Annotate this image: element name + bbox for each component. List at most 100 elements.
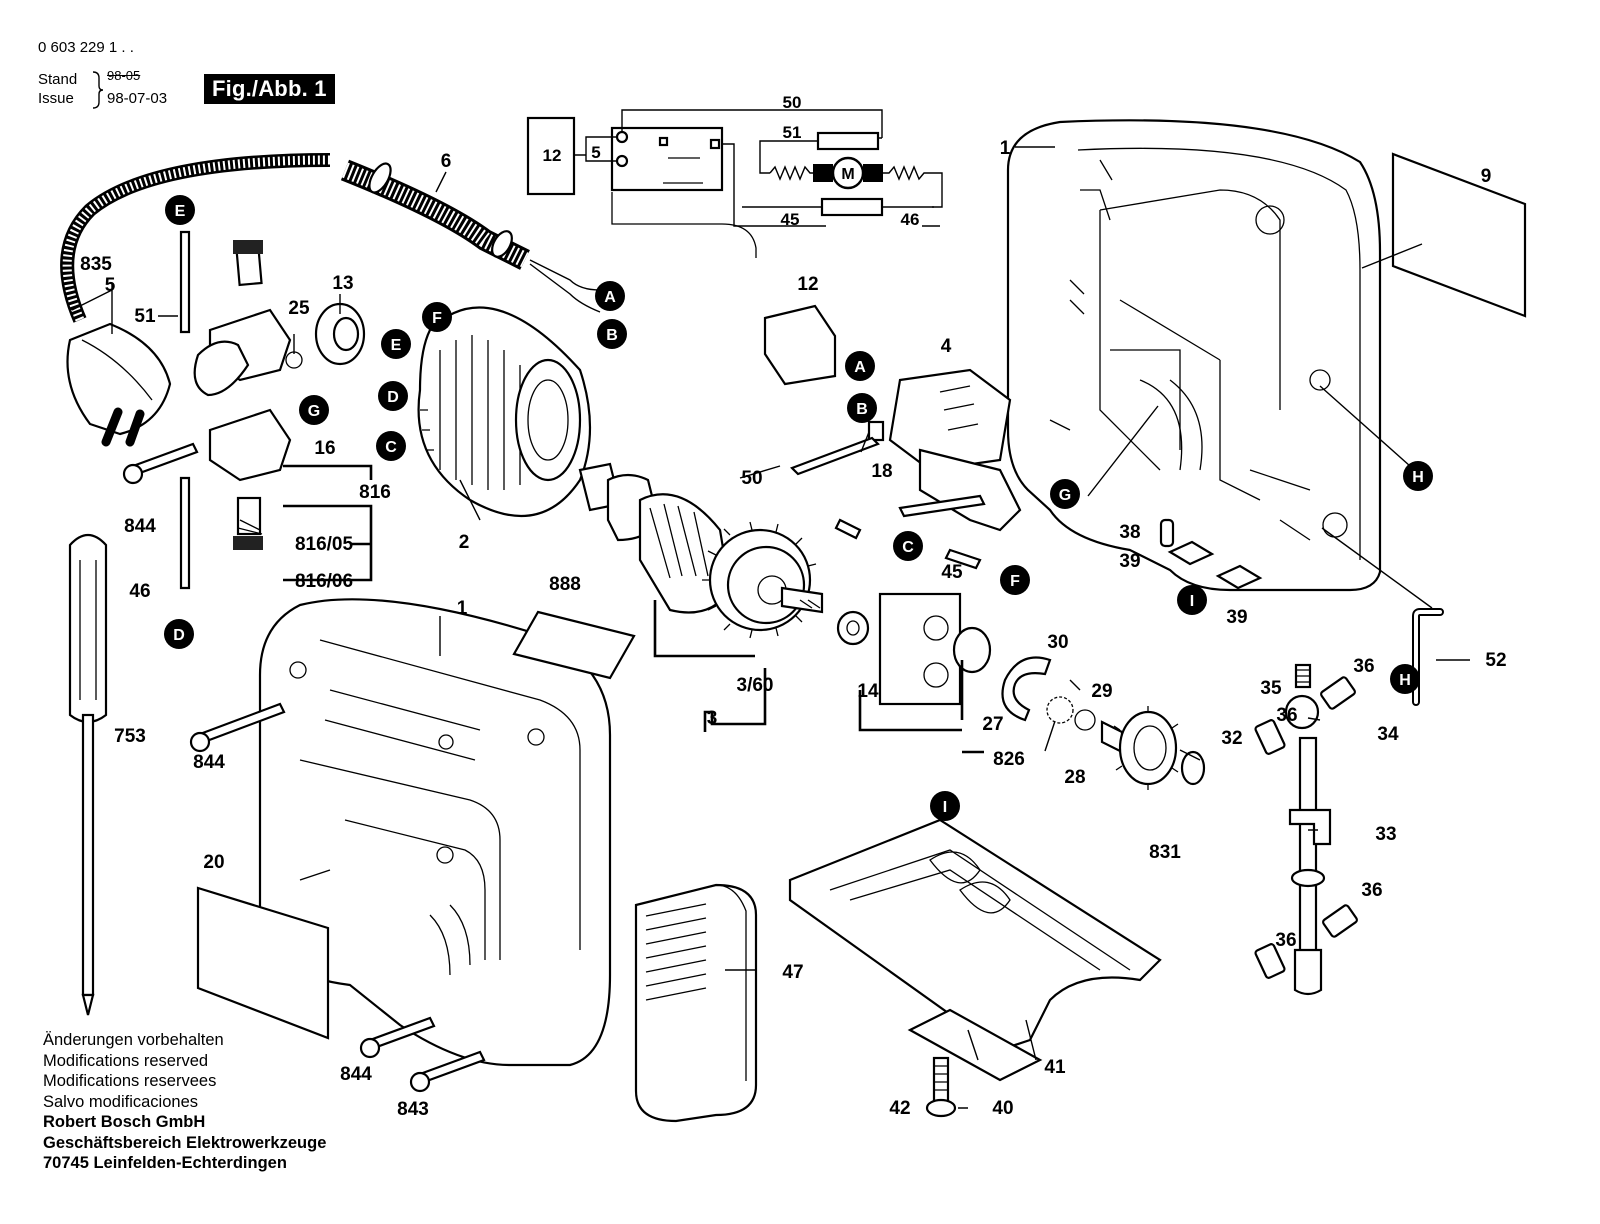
svg-text:E: E	[175, 203, 186, 220]
svg-text:12: 12	[543, 146, 562, 165]
leader-lines	[71, 146, 1470, 1109]
label-20: 20	[203, 852, 224, 873]
label-13: 13	[332, 273, 353, 294]
part-39-nut-b	[1215, 564, 1263, 590]
part-4-switch	[888, 368, 1022, 532]
callout-a-cord: A	[595, 281, 625, 311]
part-13-bearing	[314, 302, 366, 366]
part-42-screw	[925, 1056, 957, 1118]
part-25-ring	[285, 351, 303, 369]
svg-text:G: G	[308, 403, 320, 420]
callout-h-housing: H	[1403, 461, 1433, 491]
label-27: 27	[982, 714, 1003, 735]
svg-text:C: C	[385, 439, 397, 456]
label-36-d: 36	[1275, 930, 1296, 951]
label-816-05: 816/05	[295, 534, 354, 555]
label-816-06: 816/06	[295, 571, 353, 592]
label-826: 826	[993, 749, 1025, 770]
label-844-mid: 844	[124, 516, 156, 537]
label-52: 52	[1485, 650, 1506, 671]
callout-b-switch: B	[847, 393, 877, 423]
part-30-clip	[1001, 656, 1052, 722]
label-844-left: 844	[193, 752, 225, 773]
label-36-a: 36	[1353, 656, 1374, 677]
footer-company: Robert Bosch GmbH	[43, 1113, 206, 1131]
label-4: 4	[941, 336, 952, 357]
part-35-spring	[1294, 663, 1312, 689]
label-38: 38	[1119, 522, 1140, 543]
label-39-b: 39	[1226, 607, 1247, 628]
label-30: 30	[1047, 632, 1068, 653]
part-45-wire	[898, 494, 986, 570]
motor-brush-left	[813, 164, 833, 182]
svg-text:B: B	[856, 401, 868, 418]
svg-text:I: I	[1190, 593, 1194, 610]
label-45: 45	[941, 562, 963, 583]
label-888: 888	[549, 574, 581, 595]
switch-box	[526, 116, 576, 196]
issue-label: Issue	[38, 90, 74, 107]
callout-g-brush: G	[299, 395, 329, 425]
label-46: 46	[129, 581, 150, 602]
label-42: 42	[889, 1098, 910, 1119]
label-835: 835	[80, 254, 112, 275]
stand-date: 98-05	[107, 68, 141, 83]
part-826-bearing-block	[878, 592, 962, 706]
part-34-ball	[1284, 694, 1320, 730]
part-number-labels: 1 1 9 6 835 5 51 13 25 16 816 844 2 816/…	[80, 138, 1506, 1120]
callout-e-stator: E	[381, 329, 411, 359]
callout-d-left: D	[164, 619, 194, 649]
part-831-gear	[1100, 706, 1179, 790]
svg-text:H: H	[1412, 469, 1424, 486]
brush-holders	[122, 230, 292, 590]
svg-text:45: 45	[781, 210, 800, 229]
wiring-schematic: M 12 5 50 51 45 46	[526, 93, 943, 258]
screws-lower	[189, 702, 486, 1093]
label-843: 843	[397, 1099, 429, 1120]
label-5: 5	[105, 275, 116, 296]
svg-text:D: D	[173, 627, 185, 644]
svg-text:G: G	[1059, 487, 1071, 504]
part-9-plate	[1391, 152, 1527, 318]
callout-i-plate: I	[930, 791, 960, 821]
label-14: 14	[857, 681, 879, 702]
part-47-cover	[634, 883, 758, 1123]
footer: Änderungen vorbehalten Modifications res…	[43, 1030, 326, 1174]
part-40-guide	[907, 1008, 1043, 1082]
part-20-cover	[196, 886, 330, 1040]
letter-callouts: E A B F E D C G D A B C F G H I H I	[164, 195, 1433, 821]
label-18: 18	[871, 461, 892, 482]
part-38-pin	[1159, 518, 1175, 548]
part-18-screw	[867, 420, 885, 442]
svg-text:5: 5	[591, 143, 600, 162]
svg-text:C: C	[902, 539, 914, 556]
footer-line-en: Modifications reserved	[43, 1051, 209, 1070]
issue-date: 98-07-03	[107, 90, 168, 107]
motor-label: M	[841, 166, 854, 183]
footer-line-de: Änderungen vorbehalten	[43, 1031, 224, 1049]
svg-text:A: A	[604, 289, 616, 306]
stand-label: Stand	[38, 71, 78, 88]
svg-text:H: H	[1399, 672, 1411, 689]
part-3-armature	[578, 462, 824, 639]
part-28-bearing	[1046, 696, 1074, 724]
label-844-bottom: 844	[340, 1064, 372, 1085]
label-25: 25	[288, 298, 310, 319]
part-number: 0 603 229 1 . .	[38, 39, 134, 56]
label-753: 753	[114, 726, 146, 747]
power-cord	[60, 153, 601, 447]
part-12-switch-cap	[763, 304, 837, 386]
label-33: 33	[1375, 824, 1396, 845]
callout-b-cord: B	[597, 319, 627, 349]
label-2: 2	[459, 532, 470, 553]
part-888-label	[512, 610, 636, 680]
housing-half-right	[1006, 119, 1382, 592]
svg-text:D: D	[387, 389, 399, 406]
lower-resistor	[820, 197, 884, 217]
label-41: 41	[1044, 1057, 1066, 1078]
label-39-a: 39	[1119, 551, 1140, 572]
label-40: 40	[992, 1098, 1013, 1119]
label-35: 35	[1260, 678, 1282, 699]
svg-text:46: 46	[901, 210, 920, 229]
